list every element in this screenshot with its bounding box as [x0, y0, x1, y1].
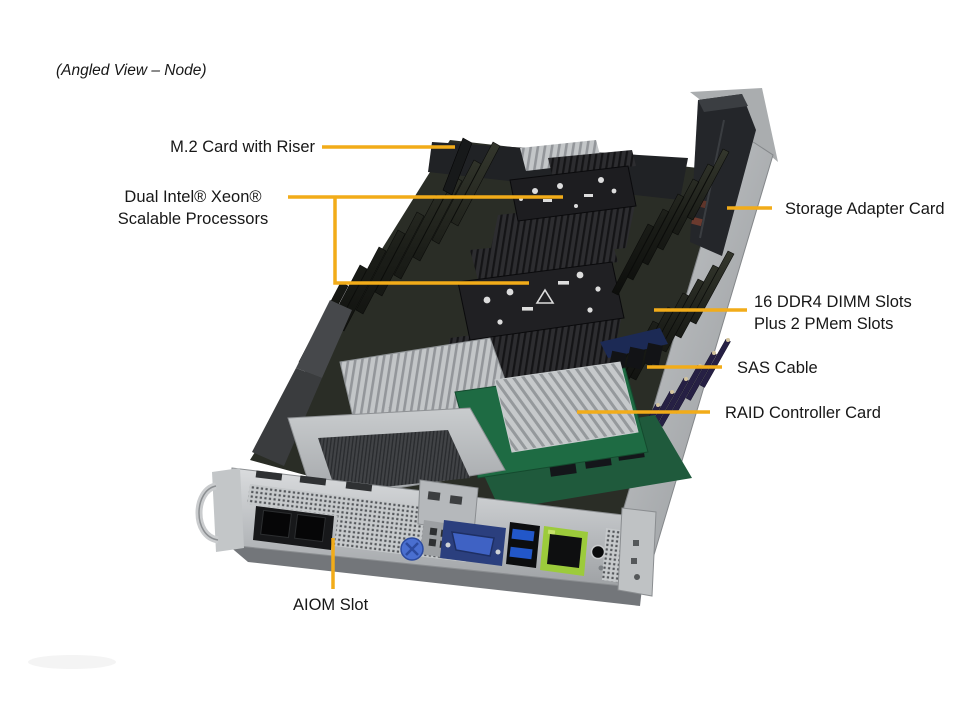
front-left-ear — [212, 468, 244, 552]
m2-riser-card — [442, 137, 473, 196]
front-panel — [195, 467, 657, 606]
heatsink2-markings — [483, 271, 601, 325]
callout-dimm: 16 DDR4 DIMM Slots Plus 2 PMem Slots — [754, 291, 912, 335]
callout-storage: Storage Adapter Card — [785, 200, 945, 218]
vga-port — [440, 520, 506, 566]
aiom-bay-cover — [287, 407, 506, 503]
heatsink1-markings — [519, 177, 617, 208]
left-rail-lower — [252, 368, 322, 466]
callout-xeon-line2: Scalable Processors — [117, 210, 269, 228]
callout-raid: RAID Controller Card — [725, 404, 881, 422]
callout-xeon: Dual Intel® Xeon® Scalable Processors — [98, 186, 288, 230]
figure-caption: (Angled View – Node) — [56, 62, 207, 79]
callout-aiom: AIOM Slot — [293, 596, 369, 614]
left-rail-upper — [296, 300, 352, 378]
front-right-ear — [617, 507, 657, 597]
sfp-ports — [253, 506, 334, 550]
callout-m2: M.2 Card with Riser — [170, 138, 315, 156]
lan-port — [540, 526, 588, 576]
top-vent-slots — [255, 470, 373, 492]
leader-lines — [288, 145, 772, 589]
callout-dimm-line1: 16 DDR4 DIMM Slots — [754, 293, 912, 311]
dimm-bank-right-upper — [611, 148, 730, 296]
upper-grille — [247, 484, 470, 532]
callout-dimm-line2: Plus 2 PMem Slots — [754, 315, 894, 333]
usb-ports — [506, 522, 540, 568]
thumbscrew — [400, 537, 424, 561]
callout-xeon-line1: Dual Intel® Xeon® — [124, 188, 262, 206]
status-led — [598, 565, 604, 571]
callout-sas: SAS Cable — [737, 359, 818, 377]
raid-controller-card — [454, 361, 649, 479]
leader-line-xeon-2 — [333, 197, 529, 285]
power-button — [590, 544, 606, 560]
faint-smudge — [28, 655, 116, 669]
